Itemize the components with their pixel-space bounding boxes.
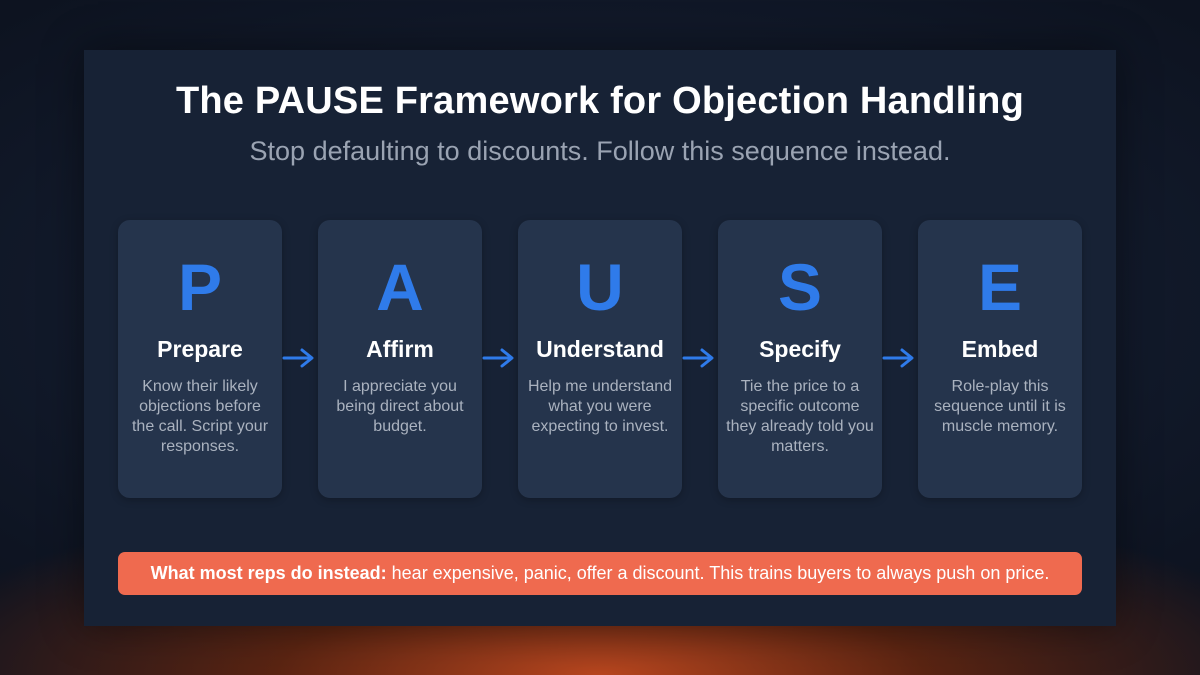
step-description: Know their likely objections before the …	[131, 378, 269, 455]
step-description: I appreciate you being direct about budg…	[336, 378, 464, 435]
banner-text: hear expensive, panic, offer a discount.…	[386, 563, 1050, 583]
page-subtitle: Stop defaulting to discounts. Follow thi…	[249, 136, 951, 166]
step-card-embed: E Embed Role-play this sequence until it…	[918, 220, 1082, 498]
step-letter: A	[376, 250, 424, 324]
step-description: Tie the price to a specific outcome they…	[726, 378, 874, 455]
step-description: Help me understand what you were expecti…	[527, 378, 673, 435]
step-letter: P	[177, 250, 223, 324]
banner-lead: What most reps do instead:	[150, 563, 387, 583]
arrow-right-icon	[282, 348, 314, 368]
step-name: Understand	[536, 336, 664, 362]
step-letter: U	[576, 250, 624, 324]
arrow-right-icon	[882, 348, 914, 368]
step-name: Embed	[961, 336, 1039, 362]
step-card-affirm: A Affirm I appreciate you being direct a…	[318, 220, 482, 498]
arrow-right-icon	[682, 348, 714, 368]
step-card-prepare: P Prepare Know their likely objections b…	[118, 220, 282, 498]
warning-banner: What most reps do instead: hear expensiv…	[118, 552, 1082, 595]
step-name: Affirm	[366, 336, 434, 362]
step-letter: E	[977, 250, 1023, 324]
step-card-specify: S Specify Tie the price to a specific ou…	[718, 220, 882, 498]
step-name: Specify	[759, 336, 841, 362]
step-letter: S	[777, 250, 823, 324]
step-description: Role-play this sequence until it is musc…	[934, 378, 1066, 435]
step-name: Prepare	[157, 336, 243, 362]
page-title: The PAUSE Framework for Objection Handli…	[175, 80, 1025, 122]
arrow-right-icon	[482, 348, 514, 368]
step-card-understand: U Understand Help me understand what you…	[518, 220, 682, 498]
